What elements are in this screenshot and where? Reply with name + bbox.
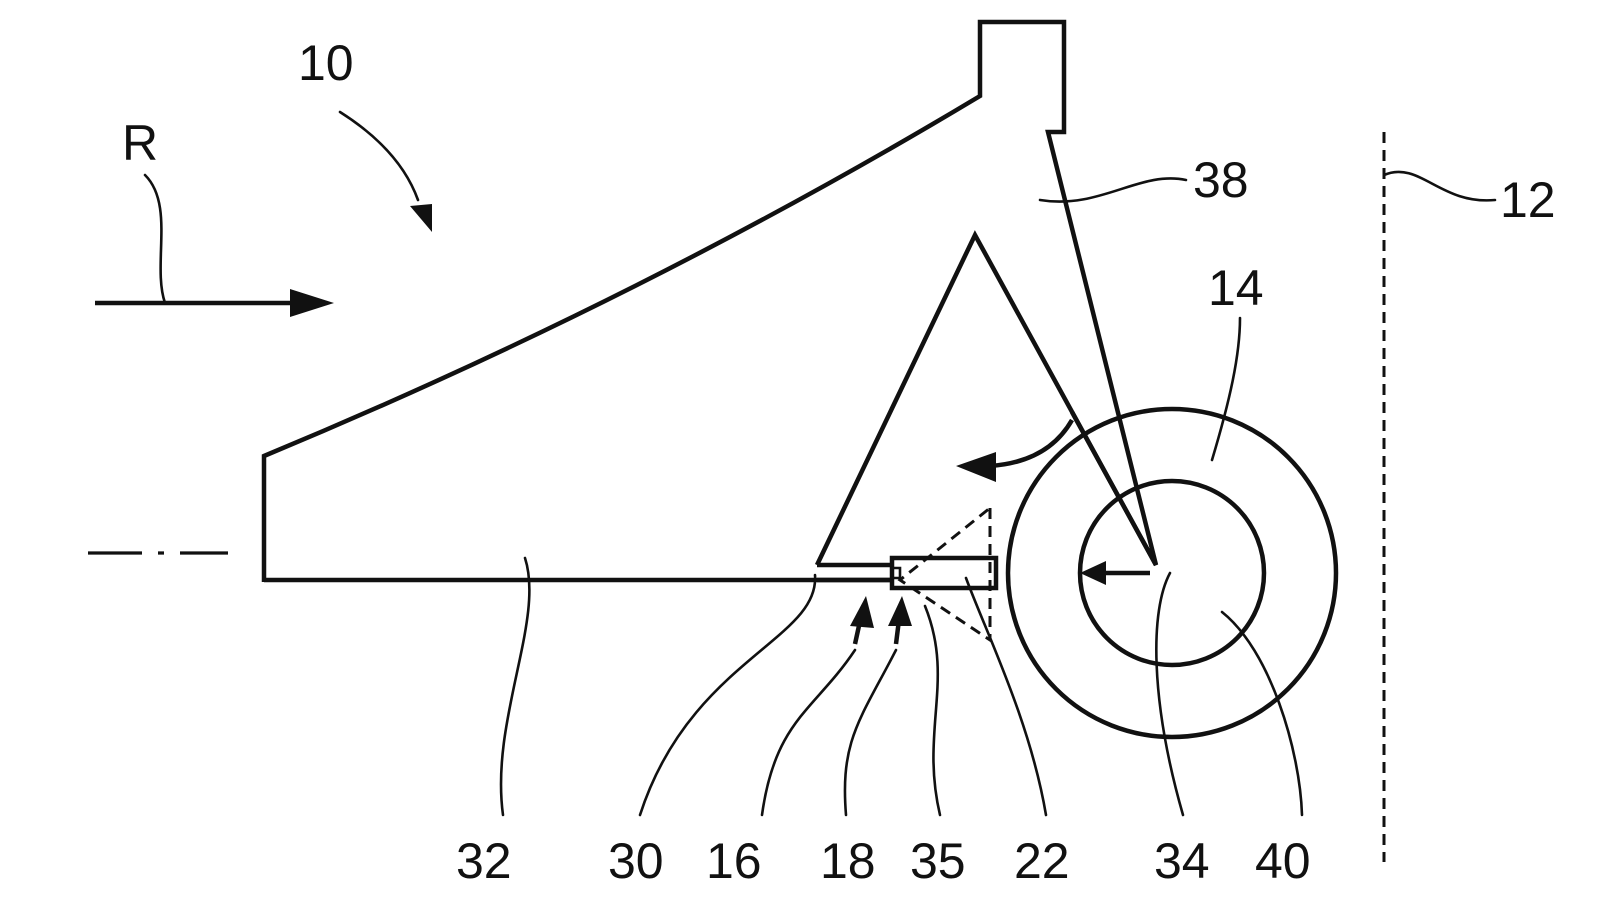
leader-32 [499, 556, 531, 817]
slot-element [817, 562, 892, 583]
cavity-triangle [814, 230, 1158, 567]
label-34: 34 [1154, 833, 1210, 889]
leader-22 [964, 576, 1048, 817]
leader-16 [760, 648, 857, 817]
label-18: 18 [820, 833, 876, 889]
insert-element [889, 555, 999, 591]
label-r: R [122, 115, 158, 171]
label-40: 40 [1255, 833, 1311, 889]
leader-30 [638, 573, 817, 817]
leader-12 [1382, 170, 1497, 202]
blade-body-outline [261, 19, 1159, 582]
leader-r [143, 173, 167, 305]
direction-arrow-head [290, 289, 334, 317]
pointer-arrow-18-head [888, 596, 912, 626]
leader-14 [1210, 316, 1242, 462]
label-30: 30 [608, 833, 664, 889]
label-10: 10 [298, 35, 354, 91]
inner-arrow-head [1080, 561, 1106, 585]
flow-arrow-head [956, 452, 996, 482]
leader-10-arrowhead [410, 204, 432, 232]
label-38: 38 [1193, 152, 1249, 208]
label-14: 14 [1208, 260, 1264, 316]
dashed-triangle [897, 504, 992, 643]
pointer-arrow-16-head [850, 596, 874, 628]
label-32: 32 [456, 833, 512, 889]
leader-38 [1038, 177, 1188, 203]
label-12: 12 [1500, 172, 1556, 228]
leader-34 [1155, 571, 1185, 817]
leader-40 [1220, 610, 1304, 817]
flow-arrow-curve [989, 418, 1074, 469]
leader-18 [843, 648, 898, 817]
insert-end-detail [890, 566, 902, 580]
label-35: 35 [910, 833, 966, 889]
label-22: 22 [1014, 833, 1070, 889]
label-16: 16 [706, 833, 762, 889]
leader-10 [338, 110, 420, 202]
outer-ring [1005, 406, 1339, 740]
leader-35 [923, 604, 942, 817]
